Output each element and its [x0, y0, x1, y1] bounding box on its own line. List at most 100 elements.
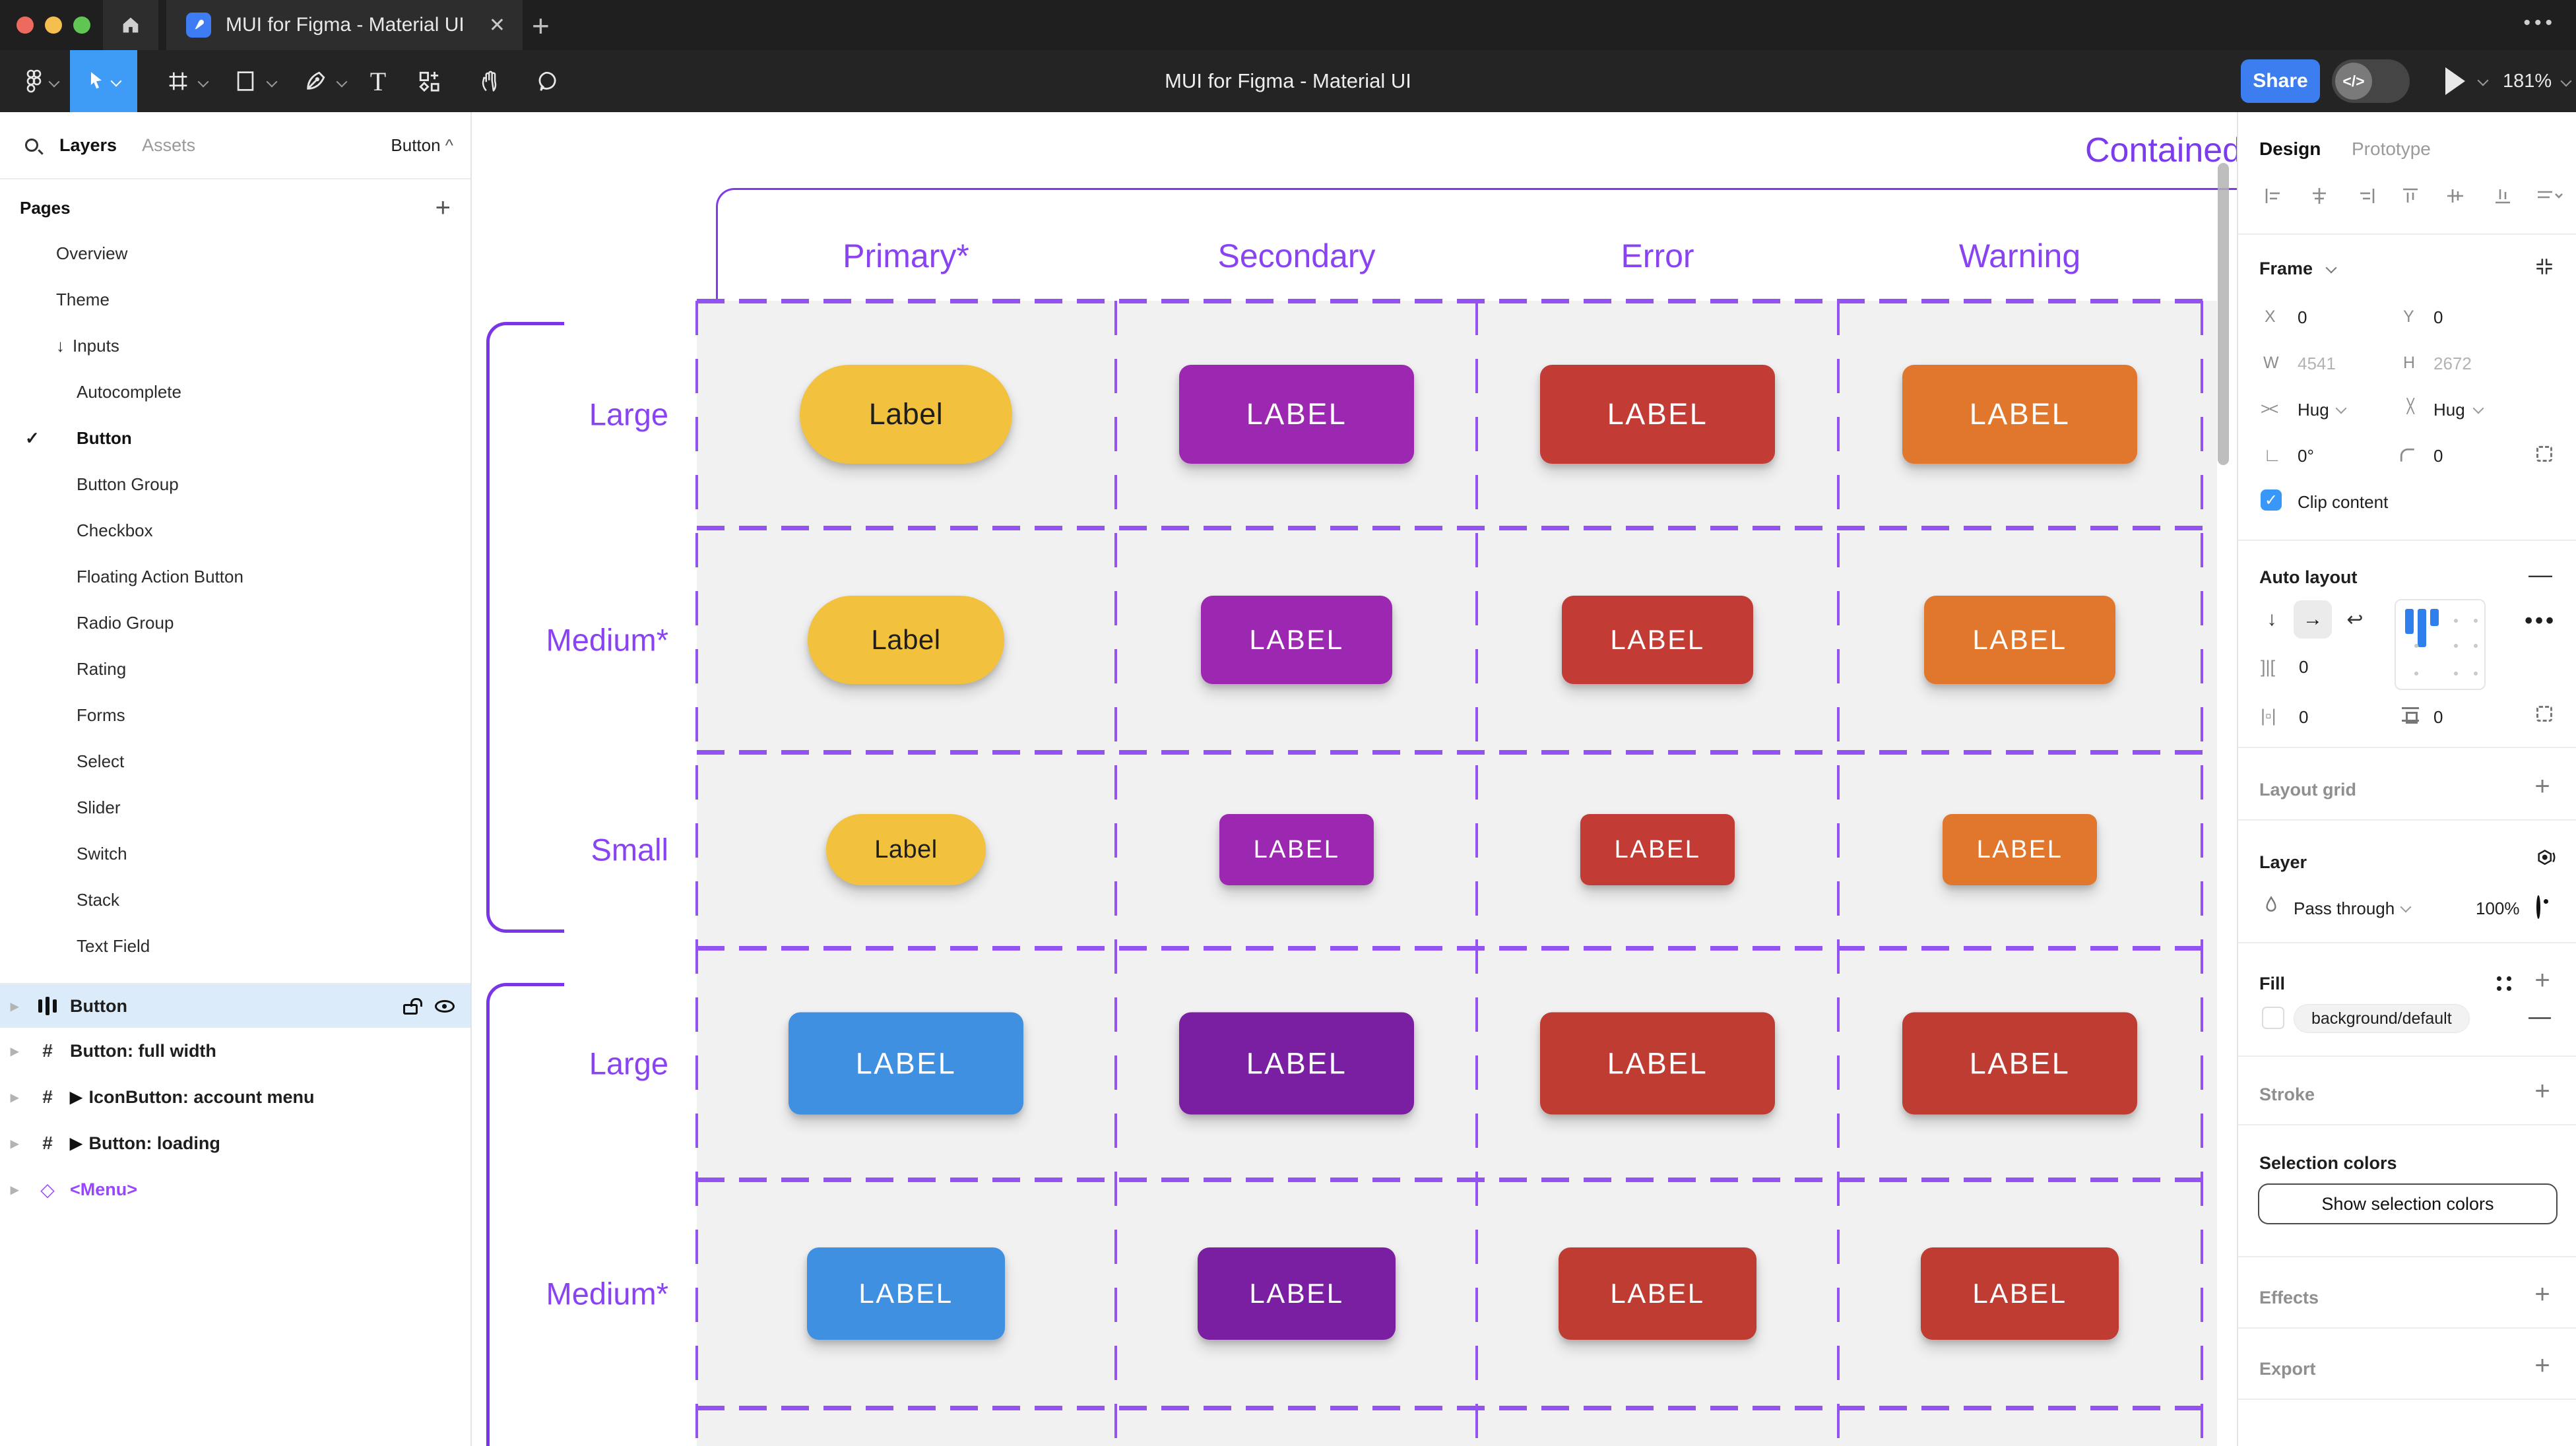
- sidebar-page-inputs[interactable]: ↓Inputs: [0, 323, 470, 369]
- shape-tool-button[interactable]: [226, 50, 265, 112]
- visibility-eye-icon[interactable]: [435, 999, 455, 1013]
- direction-horizontal-icon[interactable]: →: [2294, 600, 2332, 639]
- dev-mode-toggle[interactable]: </>: [2332, 59, 2410, 103]
- home-button[interactable]: [103, 0, 158, 50]
- horizontal-sizing-select[interactable]: Hug: [2298, 400, 2329, 420]
- canvas-scrollbar[interactable]: [2218, 163, 2229, 465]
- direction-vertical-icon[interactable]: ↓: [2267, 608, 2277, 630]
- layer-row-menu[interactable]: ▸◇<Menu>: [0, 1166, 470, 1212]
- hand-tool-button[interactable]: [470, 50, 509, 112]
- x-position-field[interactable]: 0: [2298, 307, 2307, 327]
- mui-button-warning-large-3[interactable]: LABEL: [1902, 1012, 2137, 1115]
- remove-fill-icon[interactable]: —: [2528, 1004, 2551, 1029]
- mui-button-primary-large-3[interactable]: LABEL: [789, 1012, 1023, 1115]
- add-page-button[interactable]: +: [435, 193, 451, 222]
- sidebar-page-rating[interactable]: Rating: [0, 646, 470, 692]
- mui-button-secondary-small-2[interactable]: LABEL: [1219, 814, 1374, 885]
- horizontal-padding-field[interactable]: 0: [2299, 707, 2309, 727]
- resources-tool-button[interactable]: [409, 50, 449, 112]
- pen-tool-button[interactable]: [296, 50, 335, 112]
- y-position-field[interactable]: 0: [2433, 307, 2443, 327]
- independent-padding-icon[interactable]: [2536, 706, 2552, 722]
- align-horizontal-center-icon[interactable]: [2309, 186, 2329, 206]
- blend-mode-select[interactable]: Pass through: [2294, 898, 2395, 918]
- layer-row-button-full-width[interactable]: ▸#Button: full width: [0, 1028, 470, 1074]
- blend-variable-icon[interactable]: [2535, 848, 2558, 871]
- mui-button-primary-medium-4[interactable]: LABEL: [807, 1247, 1005, 1340]
- mui-button-secondary-medium-1[interactable]: LABEL: [1201, 596, 1392, 684]
- mui-button-error-medium-4[interactable]: LABEL: [1559, 1247, 1756, 1340]
- vertical-padding-field[interactable]: 0: [2433, 707, 2443, 727]
- layer-section-title[interactable]: Layer: [2259, 852, 2307, 872]
- distribute-more-icon[interactable]: [2535, 186, 2563, 206]
- vertical-sizing-select[interactable]: Hug: [2433, 400, 2465, 420]
- layer-row-button[interactable]: ▸Button: [0, 984, 470, 1028]
- layer-row-button-loading[interactable]: ▸#▶Button: loading: [0, 1120, 470, 1166]
- tab-design[interactable]: Design: [2259, 139, 2321, 159]
- mui-button-warning-medium-4[interactable]: LABEL: [1921, 1247, 2119, 1340]
- collapse-arrow-icon[interactable]: ↓: [56, 335, 65, 356]
- expand-caret-icon[interactable]: ▸: [11, 997, 19, 1015]
- align-right-icon[interactable]: [2357, 186, 2377, 206]
- mui-button-warning-large-0[interactable]: LABEL: [1902, 365, 2137, 464]
- collapse-icon[interactable]: [2534, 256, 2555, 277]
- blend-chevron-icon[interactable]: [2400, 901, 2412, 913]
- mui-button-primary-medium-1[interactable]: Label: [808, 596, 1004, 684]
- mui-button-error-small-2[interactable]: LABEL: [1580, 814, 1735, 885]
- pages-header[interactable]: Pages: [20, 197, 71, 218]
- sidebar-page-autocomplete[interactable]: Autocomplete: [0, 369, 470, 415]
- window-more-icon[interactable]: •••: [2523, 12, 2556, 34]
- sidebar-page-slider[interactable]: Slider: [0, 784, 470, 831]
- search-icon[interactable]: [25, 139, 38, 152]
- h-sizing-chevron-icon[interactable]: [2335, 402, 2347, 414]
- zoom-level-control[interactable]: 181%: [2503, 50, 2572, 112]
- expand-caret-icon[interactable]: ▸: [11, 1134, 19, 1152]
- frame-title[interactable]: Contained: [2085, 131, 2237, 170]
- align-left-icon[interactable]: [2263, 186, 2283, 206]
- mui-button-warning-small-2[interactable]: LABEL: [1943, 814, 2097, 885]
- mui-button-error-large-0[interactable]: LABEL: [1540, 365, 1775, 464]
- align-vertical-center-icon[interactable]: [2445, 186, 2465, 206]
- tab-assets[interactable]: Assets: [142, 135, 196, 155]
- present-play-icon[interactable]: [2445, 67, 2465, 95]
- opacity-field[interactable]: 100%: [2476, 898, 2520, 918]
- independent-corners-icon[interactable]: [2536, 446, 2552, 462]
- frame-tool-button[interactable]: [158, 50, 198, 112]
- auto-layout-section-title[interactable]: Auto layout: [2259, 567, 2358, 587]
- align-top-icon[interactable]: [2400, 186, 2420, 206]
- add-fill-icon[interactable]: +: [2534, 966, 2550, 995]
- rotation-field[interactable]: 0°: [2298, 446, 2314, 466]
- align-bottom-icon[interactable]: [2493, 186, 2513, 206]
- mui-button-primary-small-2[interactable]: Label: [826, 814, 986, 885]
- share-button[interactable]: Share: [2241, 59, 2320, 103]
- minimize-window-icon[interactable]: [45, 16, 62, 34]
- corner-radius-field[interactable]: 0: [2433, 446, 2443, 466]
- sidebar-page-select[interactable]: Select: [0, 738, 470, 784]
- tab-close-icon[interactable]: ✕: [488, 14, 505, 36]
- mui-button-secondary-large-0[interactable]: LABEL: [1179, 365, 1414, 464]
- sidebar-page-radio-group[interactable]: Radio Group: [0, 600, 470, 646]
- unlock-icon[interactable]: [403, 998, 422, 1015]
- remove-auto-layout-icon[interactable]: —: [2528, 561, 2552, 588]
- export-section-title[interactable]: Export: [2259, 1359, 2316, 1379]
- file-tab[interactable]: MUI for Figma - Material UI ✕: [166, 0, 523, 50]
- add-stroke-icon[interactable]: +: [2534, 1077, 2550, 1106]
- close-window-icon[interactable]: [16, 16, 34, 34]
- expand-caret-icon[interactable]: ▸: [11, 1180, 19, 1199]
- sidebar-page-button[interactable]: ✓Button: [0, 415, 470, 461]
- comment-tool-button[interactable]: [527, 50, 566, 112]
- mui-button-secondary-medium-4[interactable]: LABEL: [1198, 1247, 1396, 1340]
- fill-style-chip[interactable]: background/default: [2294, 1004, 2470, 1033]
- component-selector[interactable]: Button ^: [391, 135, 453, 155]
- add-effect-icon[interactable]: +: [2534, 1280, 2550, 1309]
- mui-button-error-large-3[interactable]: LABEL: [1540, 1012, 1775, 1115]
- gap-field[interactable]: 0: [2299, 657, 2309, 677]
- fill-color-swatch[interactable]: [2262, 1007, 2284, 1029]
- frame-section-title[interactable]: Frame: [2259, 259, 2313, 278]
- v-sizing-chevron-icon[interactable]: [2472, 402, 2484, 414]
- expand-caret-icon[interactable]: ▸: [11, 1042, 19, 1060]
- expand-caret-icon[interactable]: ▸: [11, 1088, 19, 1106]
- height-field[interactable]: 2672: [2433, 354, 2472, 373]
- new-tab-button[interactable]: +: [532, 9, 550, 43]
